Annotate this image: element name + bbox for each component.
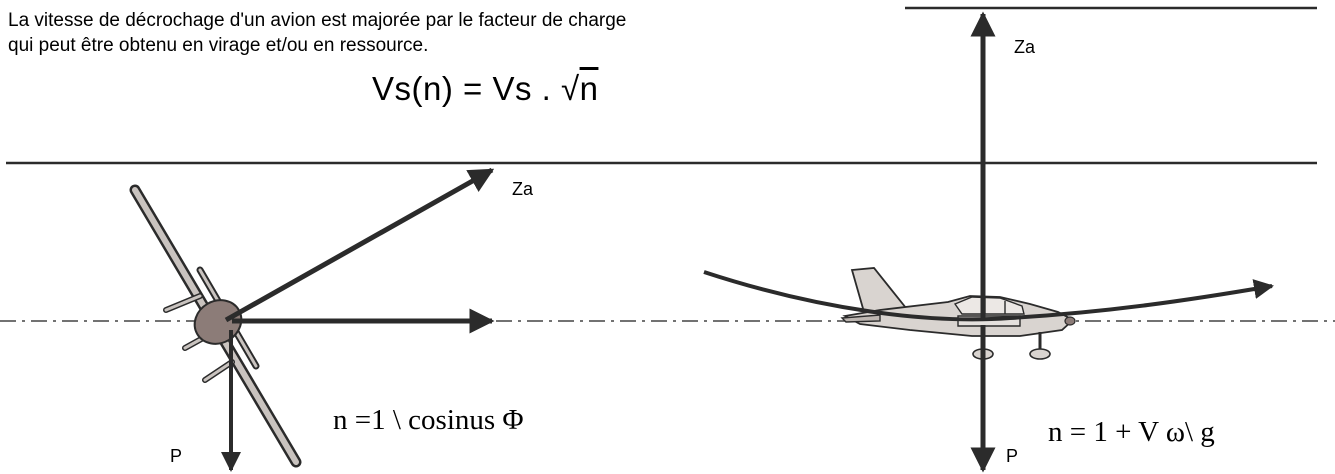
stall-speed-formula: Vs(n) = Vs . √n xyxy=(372,70,598,108)
intro-line-1: La vitesse de décrochage d'un avion est … xyxy=(8,8,626,33)
weight-label-left: P xyxy=(170,446,182,467)
intro-text: La vitesse de décrochage d'un avion est … xyxy=(8,8,626,58)
formula-lhs: Vs(n) = Vs . √ xyxy=(372,70,580,107)
turn-load-factor-equation: n =1 \ cosinus Φ xyxy=(333,404,524,437)
lift-vector-left xyxy=(226,170,492,320)
weight-label-right: P xyxy=(1006,446,1018,467)
intro-line-2: qui peut être obtenu en virage et/ou en … xyxy=(8,33,626,58)
formula-radicand: n xyxy=(580,70,599,107)
banked-aircraft xyxy=(135,190,296,462)
lift-label-left: Za xyxy=(512,179,533,200)
pullup-load-factor-equation: n = 1 + V ω\ g xyxy=(1048,416,1215,449)
lift-label-right: Za xyxy=(1014,37,1035,58)
